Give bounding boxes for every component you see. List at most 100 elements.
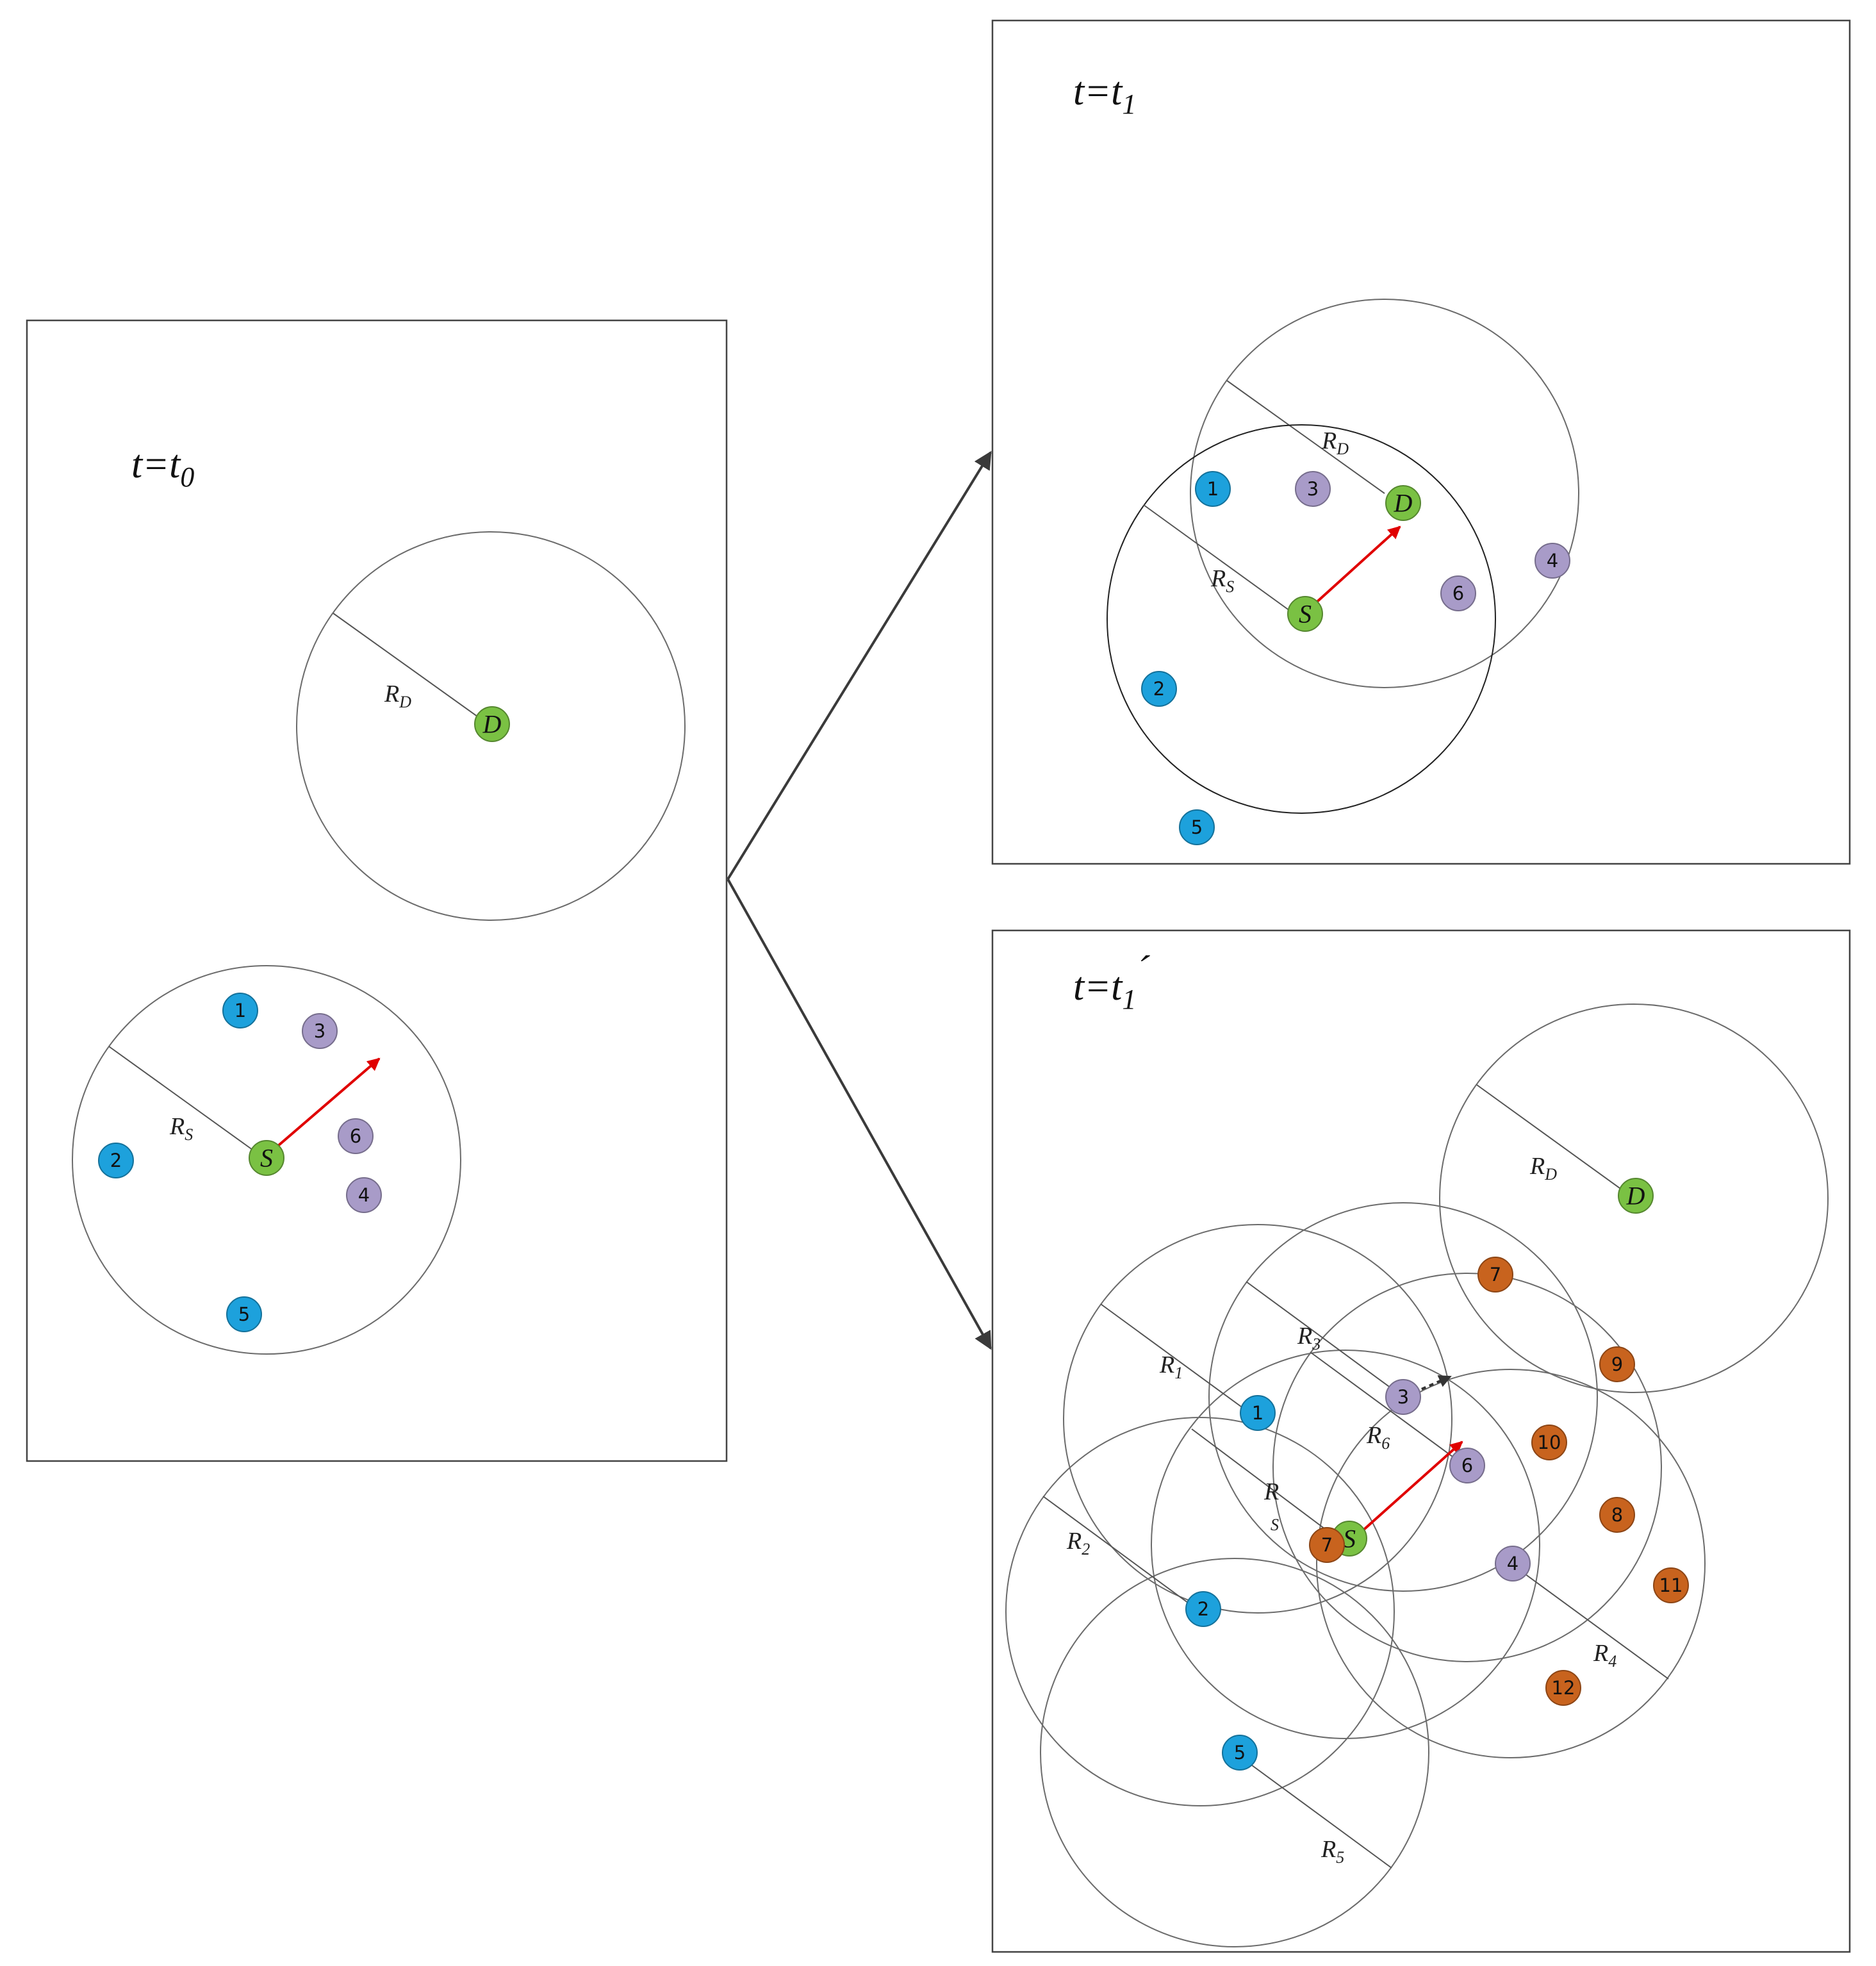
- node-2: 2: [1185, 1591, 1221, 1627]
- node-6-radius-line: [1310, 1351, 1468, 1468]
- svg-text:3: 3: [1397, 1386, 1409, 1408]
- svg-text:D: D: [482, 710, 502, 739]
- node-5: 5: [1222, 1735, 1258, 1771]
- source-movement-arrow: [1312, 525, 1401, 607]
- destination-range-circle: [296, 531, 686, 921]
- node-4: 4: [346, 1177, 382, 1213]
- svg-text:1: 1: [1207, 478, 1219, 500]
- node-1: 1: [222, 993, 258, 1028]
- source-radius-line: [108, 1046, 267, 1161]
- node-1-range-circle: [1063, 1224, 1452, 1614]
- source-movement-arrow: [1359, 1441, 1463, 1534]
- node-source: S: [249, 1140, 284, 1176]
- node-4-radius-line: [1510, 1563, 1669, 1680]
- svg-text:S: S: [260, 1144, 273, 1173]
- transition-arrow-to-t1: [727, 450, 992, 880]
- source-range-circle: [72, 965, 461, 1355]
- node-3-radius-label: R3: [1297, 1323, 1321, 1353]
- node-destination: D: [1385, 485, 1421, 521]
- node-8: 8: [1599, 1497, 1635, 1533]
- node-source: S: [1287, 596, 1323, 632]
- svg-text:2: 2: [1197, 1598, 1209, 1620]
- node-7a: 7: [1309, 1527, 1345, 1563]
- node-5: 5: [226, 1296, 262, 1332]
- node-3: 3: [1385, 1379, 1421, 1415]
- node-6: 6: [1440, 575, 1476, 611]
- svg-text:2: 2: [110, 1150, 122, 1171]
- node-11: 11: [1653, 1567, 1689, 1603]
- node-4-radius-label: R4: [1593, 1640, 1617, 1671]
- svg-text:5: 5: [1191, 816, 1203, 838]
- svg-text:7: 7: [1490, 1264, 1501, 1285]
- svg-text:11: 11: [1659, 1574, 1683, 1596]
- source-radius-label: RS: [1210, 565, 1234, 596]
- svg-text:D: D: [1394, 489, 1413, 518]
- source-movement-arrow: [277, 1057, 381, 1147]
- panel-t0-title: t=t0: [131, 443, 194, 493]
- svg-text:S: S: [1299, 600, 1312, 629]
- panel-t0: t=t0 RD RS D S 1 2 3 4 5 6: [26, 319, 728, 1462]
- destination-radius-line: [1476, 1084, 1634, 1199]
- source-radius-label: RS: [169, 1113, 193, 1144]
- svg-text:6: 6: [1452, 582, 1464, 604]
- panel-t1-title: t=t1: [1073, 70, 1136, 120]
- svg-text:7: 7: [1321, 1534, 1333, 1556]
- node-5-radius-line: [1234, 1752, 1392, 1869]
- forwarding-hint-arrow: [1413, 1375, 1452, 1394]
- destination-radius-line: [333, 613, 491, 727]
- svg-text:6: 6: [350, 1125, 361, 1147]
- node-2-range-circle: [1005, 1417, 1395, 1806]
- node-4: 4: [1535, 543, 1570, 579]
- destination-radius-label: RD: [1529, 1153, 1557, 1184]
- svg-text:5: 5: [1234, 1742, 1246, 1764]
- transition-arrow-to-t1prime: [727, 879, 992, 1350]
- node-1: 1: [1195, 471, 1231, 507]
- destination-radius-line: [1226, 380, 1385, 494]
- svg-text:12: 12: [1552, 1677, 1576, 1699]
- node-7b: 7: [1477, 1257, 1513, 1293]
- node-4: 4: [1495, 1546, 1531, 1582]
- node-6: 6: [1449, 1448, 1485, 1483]
- source-radius-line: [1143, 504, 1302, 620]
- svg-text:6: 6: [1461, 1455, 1473, 1476]
- node-3: 3: [1295, 471, 1331, 507]
- node-2-radius-line: [1042, 1496, 1201, 1612]
- panel-t0-frame: [26, 319, 728, 1462]
- node-5-range-circle: [1040, 1558, 1429, 1947]
- node-destination: D: [1618, 1178, 1654, 1214]
- node-6-range-circle: [1272, 1273, 1662, 1662]
- svg-text:9: 9: [1611, 1353, 1623, 1375]
- node-9: 9: [1599, 1346, 1635, 1382]
- panel-t1prime-title: t=t1´: [1073, 948, 1150, 1015]
- svg-text:4: 4: [1547, 550, 1558, 572]
- node-6: 6: [338, 1118, 374, 1154]
- node-1: 1: [1240, 1395, 1276, 1431]
- svg-text:3: 3: [314, 1020, 325, 1042]
- node-destination: D: [474, 706, 510, 742]
- svg-text:1: 1: [1252, 1402, 1263, 1424]
- svg-text:1: 1: [234, 1000, 246, 1021]
- svg-text:4: 4: [1507, 1553, 1518, 1574]
- source-range-circle: [1107, 424, 1496, 814]
- svg-text:S: S: [1343, 1524, 1356, 1553]
- svg-text:2: 2: [1153, 678, 1165, 700]
- node-2: 2: [98, 1143, 134, 1178]
- destination-radius-label: RD: [1321, 427, 1349, 458]
- node-10: 10: [1531, 1425, 1567, 1460]
- node-3: 3: [302, 1013, 338, 1049]
- svg-text:10: 10: [1538, 1432, 1561, 1453]
- node-12: 12: [1545, 1670, 1581, 1706]
- node-5-radius-label: R5: [1321, 1836, 1344, 1867]
- node-3-radius-line: [1246, 1281, 1404, 1398]
- node-5: 5: [1179, 809, 1215, 845]
- panel-t1-frame: [991, 19, 1851, 865]
- node-3-range-circle: [1208, 1202, 1598, 1592]
- node-1-radius-line: [1100, 1303, 1258, 1419]
- node-2-radius-label: R2: [1066, 1528, 1090, 1558]
- svg-text:D: D: [1626, 1182, 1645, 1210]
- source-range-circle: [1151, 1350, 1540, 1739]
- node-4-range-circle: [1316, 1369, 1706, 1758]
